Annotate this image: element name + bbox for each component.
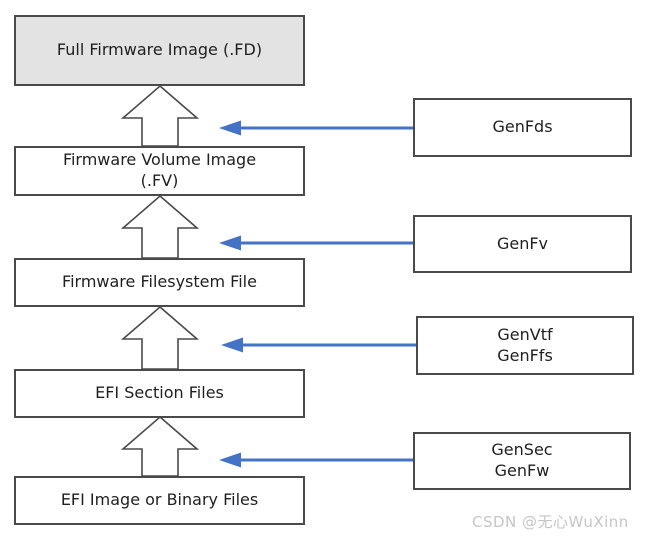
up-arrow-fv-to-fd	[120, 84, 200, 147]
up-arrow-ffs-to-fv	[120, 194, 200, 259]
tool-arrow-gensec-genfw	[219, 452, 413, 468]
tool-arrow-genvtf-genffs	[221, 337, 416, 353]
tool-box-gensec-genfw: GenSec GenFw	[413, 432, 631, 490]
up-arrow-image-to-section	[120, 415, 200, 477]
tool-box-genvtf-genffs: GenVtf GenFfs	[416, 316, 634, 375]
stage-box-firmware-filesystem-file: Firmware Filesystem File	[14, 258, 305, 307]
tool-arrow-genfds	[219, 120, 413, 136]
stage-box-efi-section-files: EFI Section Files	[14, 369, 305, 418]
tool-box-genfds: GenFds	[413, 98, 632, 157]
csdn-watermark: CSDN @无心WuXinn	[472, 513, 629, 531]
stage-box-firmware-volume-image: Firmware Volume Image (.FV)	[14, 146, 305, 196]
up-arrow-section-to-ffs	[120, 305, 200, 370]
stage-box-full-firmware-image: Full Firmware Image (.FD)	[14, 15, 305, 86]
stage-box-efi-image-or-binary-files: EFI Image or Binary Files	[14, 476, 305, 525]
tool-arrow-genfv	[219, 235, 413, 251]
tool-box-genfv: GenFv	[413, 215, 632, 273]
